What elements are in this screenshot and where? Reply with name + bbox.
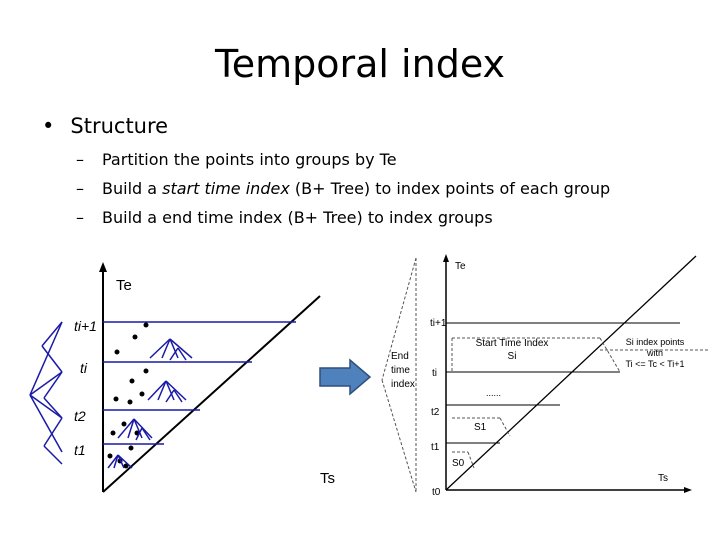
left-row-label-ti: ti <box>80 360 88 376</box>
right-x-axis-label: Ts <box>658 473 668 484</box>
left-y-axis-label: Te <box>116 277 132 294</box>
right-row-lines <box>446 322 680 444</box>
start-time-trees <box>107 338 193 469</box>
start-time-index-shape <box>451 337 710 373</box>
end-time-index-shape <box>381 257 417 493</box>
right-diagram: Te Ts ti+1 ti t2 t1 t0 End time index <box>381 254 710 498</box>
bullet-structure: •Structure <box>42 114 169 138</box>
si-note-line2: with <box>646 348 663 358</box>
right-row-label-t0: t0 <box>432 487 441 498</box>
end-time-tree <box>29 321 63 465</box>
end-time-index-label-3: index <box>391 379 415 390</box>
sub-bullet-end-index: –Build a end time index (B+ Tree) to ind… <box>76 208 493 227</box>
end-time-index-label-2: time <box>391 365 410 376</box>
right-y-axis-label: Te <box>455 261 466 272</box>
left-row-label-ti1: ti+1 <box>74 318 97 334</box>
bullet-structure-label: Structure <box>70 114 169 138</box>
s-boxes <box>452 417 511 469</box>
right-row-label-ti1: ti+1 <box>430 318 447 329</box>
sub-bullet-start-index: –Build a start time index (B+ Tree) to i… <box>76 179 611 198</box>
left-diagram: Te Ts ti+1 ti t2 t1 <box>29 262 335 493</box>
start-time-index-si: Si <box>508 351 517 362</box>
right-row-label-t2: t2 <box>431 407 440 418</box>
start-time-index-label: Start Time Index <box>476 338 549 349</box>
left-row-label-t1: t1 <box>74 442 86 458</box>
start-time-index-emphasis: start time index <box>162 179 290 198</box>
left-diagonal <box>102 295 321 493</box>
left-group-lines <box>103 321 296 445</box>
left-points <box>107 322 149 469</box>
si-note-line1: Si index points <box>626 337 685 347</box>
right-row-label-ti: ti <box>432 368 437 379</box>
left-y-axis-arrow <box>99 262 107 272</box>
si-note-line3: Ti <= Tc < Ti+1 <box>625 359 684 369</box>
transition-arrow <box>319 358 372 396</box>
s0-label: S0 <box>452 458 465 469</box>
s1-label: S1 <box>474 422 487 433</box>
right-ellipsis: ...... <box>486 388 501 398</box>
left-row-label-t2: t2 <box>74 408 86 424</box>
end-time-index-label-1: End <box>391 351 409 362</box>
right-diagonal <box>445 255 697 491</box>
left-x-axis-label: Ts <box>320 470 335 487</box>
right-row-label-t1: t1 <box>431 442 440 453</box>
slide-title: Temporal index <box>214 42 506 86</box>
sub-bullet-partition: –Partition the points into groups by Te <box>76 150 397 169</box>
